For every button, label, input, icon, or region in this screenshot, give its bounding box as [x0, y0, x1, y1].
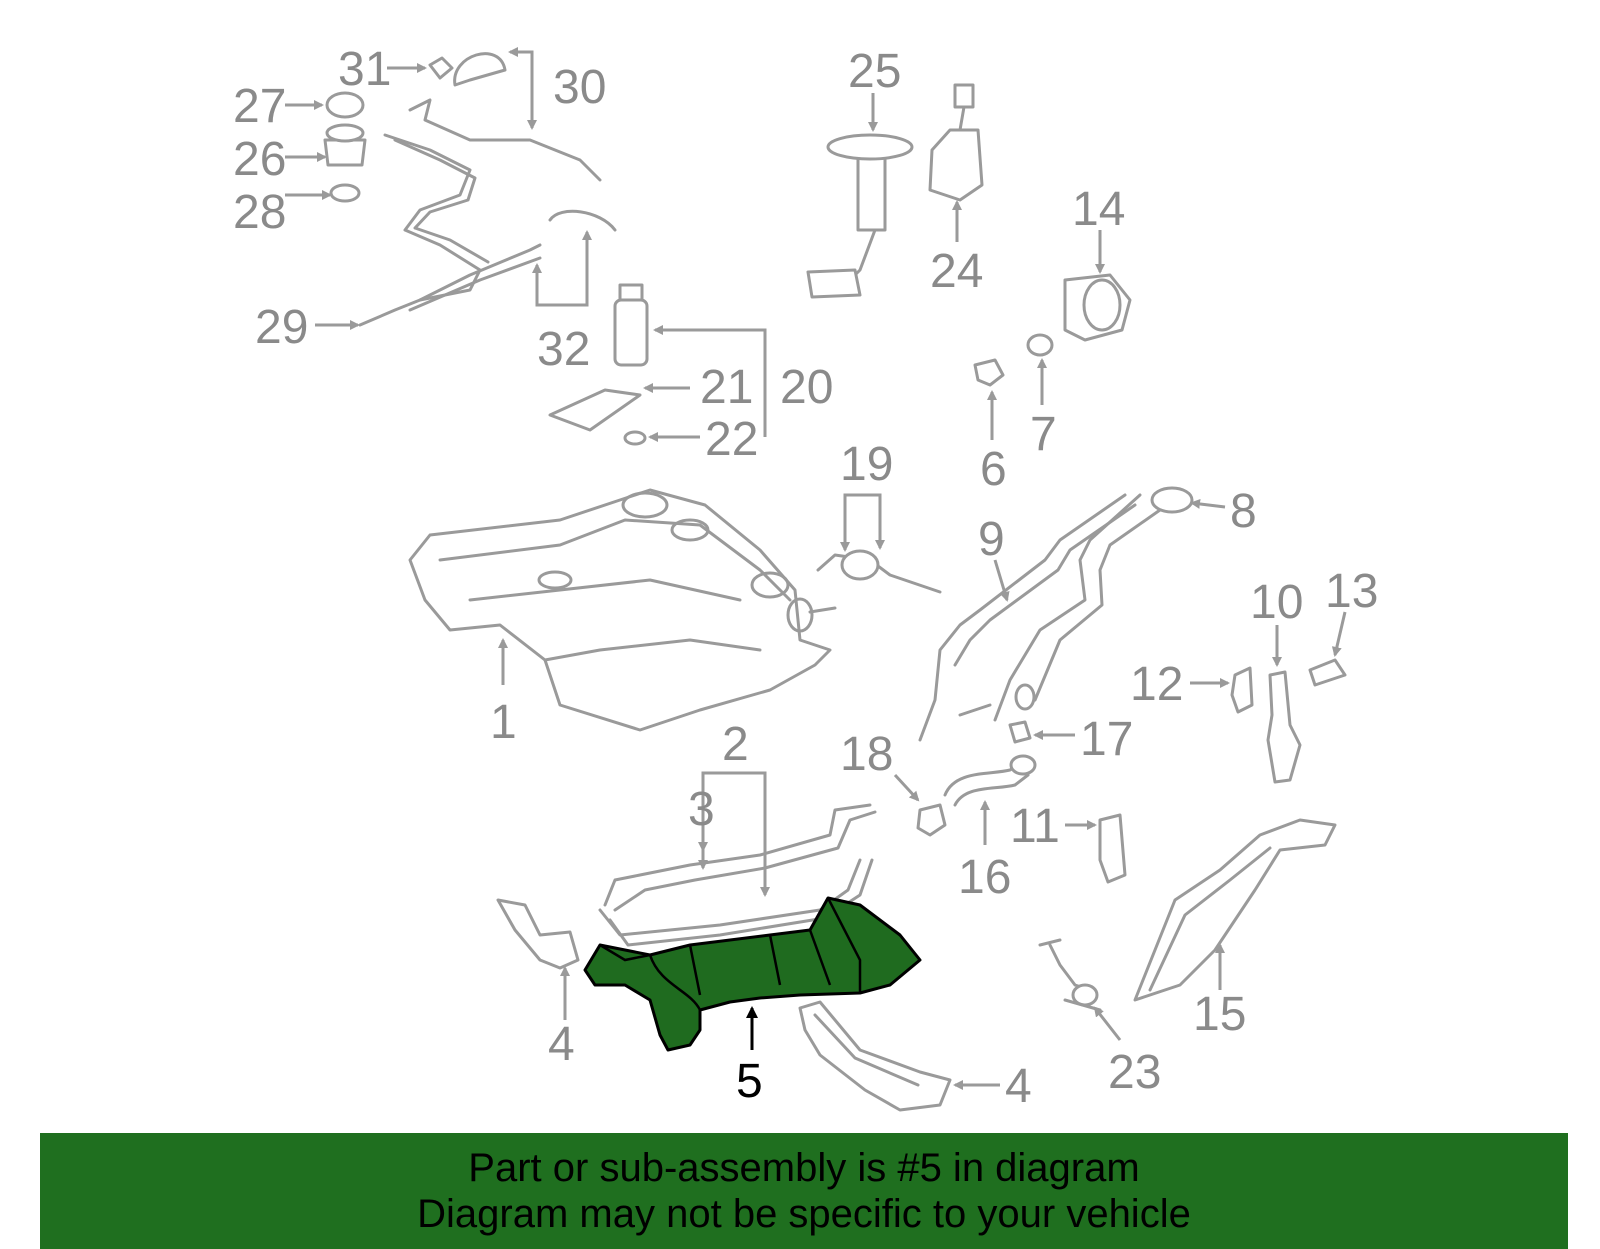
filler-pipe — [918, 486, 1194, 742]
callout-19[interactable]: 19 — [840, 438, 893, 491]
sensor — [1038, 938, 1102, 1012]
callout-2[interactable]: 2 — [722, 718, 749, 771]
filler-hose — [916, 720, 1037, 837]
highlighted-part-5[interactable] — [583, 896, 922, 1052]
callout-28[interactable]: 28 — [233, 186, 286, 239]
vent-valve — [816, 549, 942, 594]
protector-left — [496, 898, 580, 970]
callout-5-selected[interactable]: 5 — [736, 1055, 763, 1108]
callout-8[interactable]: 8 — [1230, 485, 1257, 538]
info-banner: Part or sub-assembly is #5 in diagram Di… — [40, 1133, 1568, 1249]
filler-housing — [973, 273, 1132, 387]
callout-7[interactable]: 7 — [1030, 408, 1057, 461]
fuel-tube-assembly — [358, 52, 617, 327]
banner-line-part-number: Part or sub-assembly is #5 in diagram — [468, 1146, 1140, 1190]
fuel-pump-bracket — [928, 83, 984, 202]
callout-27[interactable]: 27 — [233, 80, 286, 133]
callout-20[interactable]: 20 — [780, 361, 833, 414]
callout-13[interactable]: 13 — [1325, 565, 1378, 618]
callout-1[interactable]: 1 — [490, 696, 517, 749]
callout-31[interactable]: 31 — [338, 43, 391, 96]
brackets — [1098, 658, 1347, 884]
callout-22[interactable]: 22 — [705, 413, 758, 466]
fuel-tank — [408, 488, 837, 732]
callout-18[interactable]: 18 — [840, 728, 893, 781]
callouts: 31 30 27 26 28 29 32 20 21 22 25 24 14 7… — [233, 43, 1378, 1113]
callout-4-left[interactable]: 4 — [548, 1018, 575, 1071]
callout-17[interactable]: 17 — [1080, 713, 1133, 766]
callout-3[interactable]: 3 — [688, 783, 715, 836]
callout-30[interactable]: 30 — [553, 61, 606, 114]
leader-lines — [285, 47, 1347, 1090]
callout-12[interactable]: 12 — [1130, 658, 1183, 711]
heat-insulator — [1133, 818, 1337, 1002]
callout-10[interactable]: 10 — [1250, 576, 1303, 629]
callout-6[interactable]: 6 — [980, 443, 1007, 496]
callout-21[interactable]: 21 — [700, 361, 753, 414]
protector-right — [798, 1000, 952, 1112]
callout-24[interactable]: 24 — [930, 245, 983, 298]
callout-15[interactable]: 15 — [1193, 988, 1246, 1041]
callout-26[interactable]: 26 — [233, 133, 286, 186]
fuel-sender-gauge — [806, 133, 914, 299]
callout-9[interactable]: 9 — [978, 513, 1005, 566]
callout-11[interactable]: 11 — [1010, 800, 1060, 853]
callout-25[interactable]: 25 — [848, 45, 901, 98]
callout-32[interactable]: 32 — [537, 323, 590, 376]
banner-line-disclaimer: Diagram may not be specific to your vehi… — [417, 1192, 1191, 1236]
fuel-pump-assembly — [548, 283, 649, 446]
callout-16[interactable]: 16 — [958, 851, 1011, 904]
callout-14[interactable]: 14 — [1072, 183, 1125, 236]
callout-4-right[interactable]: 4 — [1005, 1060, 1032, 1113]
callout-29[interactable]: 29 — [255, 301, 308, 354]
callout-23[interactable]: 23 — [1108, 1046, 1161, 1099]
